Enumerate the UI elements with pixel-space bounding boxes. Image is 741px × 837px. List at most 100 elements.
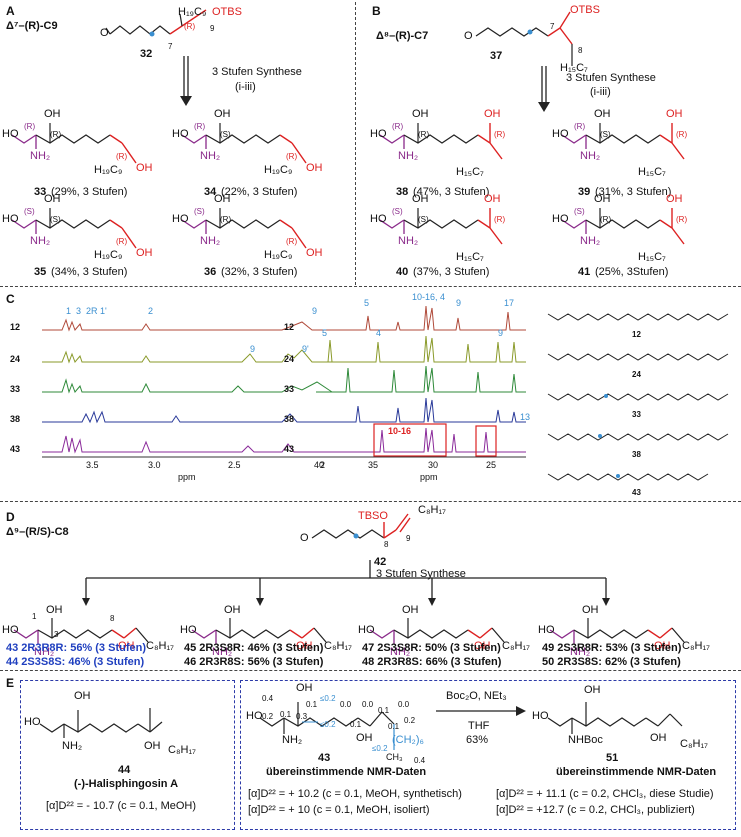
left-trace-12 <box>42 318 332 332</box>
panel-d-p1-pos1: 1 <box>32 612 37 621</box>
panel-e-44-rotation: [α]D²² = - 10.7 (c = 0.1, MeOH) <box>46 800 197 812</box>
panel-e-reagents-mid: THF <box>468 720 490 732</box>
panel-a-arrow-sub: (i-iii) <box>235 81 256 93</box>
panel-b-40-oh: OH <box>412 193 429 205</box>
delta-val-6: ≤0.2 <box>320 694 336 703</box>
panel-b-start-pos7: 7 <box>550 22 555 31</box>
panel-b-arrow <box>538 66 550 112</box>
panel-a-35-oh: OH <box>44 193 61 205</box>
panel-a-35-ho: HO <box>2 213 19 225</box>
panel-d-p1-chain: C₈H₁₇ <box>146 640 174 652</box>
delta-val-7: 0.0 <box>340 700 352 709</box>
left-tick-30: 3.0 <box>148 460 161 470</box>
panel-divider-ab <box>355 2 356 285</box>
panel-a-33-oh: OH <box>44 108 61 120</box>
panel-e-43-oh: OH <box>296 682 313 694</box>
panel-a-34-s2: (S) <box>220 130 231 139</box>
panel-a-36-num: 36 <box>204 266 217 278</box>
panel-b-oxo: O <box>464 30 473 42</box>
panel-d-branch-arrows <box>82 560 610 606</box>
left-tick-2: 2 <box>320 460 326 470</box>
right-tick-40: 40 <box>314 460 325 470</box>
panel-e-reagents-top: Boc₂O, NEt₃ <box>446 690 507 702</box>
panel-e-44-name: (-)-Halisphingosin A <box>74 778 179 790</box>
delta-val-9: ≤0.2 <box>320 720 336 729</box>
panel-e-44-oh: OH <box>74 690 91 702</box>
panel-a-arrow <box>180 56 192 106</box>
panel-a-36-oh2: OH <box>306 247 323 259</box>
panel-a-33-s3: (R) <box>116 152 128 161</box>
panel-a-36-s1: (S) <box>194 207 205 216</box>
left-tick-35: 3.5 <box>86 460 99 470</box>
right-peak-10-16: 10-16, 4 <box>412 292 446 302</box>
panel-d-start-tbs: TBSO <box>358 510 388 522</box>
panel-e-43-rot2: [α]D²² = + 10 (c = 0.1, MeOH, isoliert) <box>248 804 430 816</box>
panel-d-p1-ho: HO <box>2 624 19 636</box>
panel-divider-d-top <box>0 501 741 502</box>
panel-e-51-name: übereinstimmende NMR-Daten <box>556 766 717 778</box>
panel-e-44-oh2: OH <box>144 740 161 752</box>
panel-a-35-num: 35 <box>34 266 47 278</box>
panel-b-start-structure <box>475 11 573 66</box>
panel-e-51-chain: C₈H₁₇ <box>680 738 708 750</box>
left-row-label-12: 12 <box>10 322 21 332</box>
panel-b-38-s3: (R) <box>494 130 506 139</box>
panel-b-38-nh2: NH₂ <box>398 150 419 162</box>
panel-b-40-s3: (R) <box>494 215 506 224</box>
struct-label-38: 38 <box>632 450 641 459</box>
panel-e-51-rot2: [α]D²² = +12.7 (c = 0.2, CHCl₃, publizie… <box>496 804 695 816</box>
panel-a-product-36-structure <box>181 208 307 249</box>
panel-a-36-nh2: NH₂ <box>200 235 221 247</box>
left-peak-9a: 9 <box>312 306 318 316</box>
panel-label-a: A <box>6 4 15 18</box>
panel-b-40-caption: (37%, 3 Stufen) <box>413 266 490 278</box>
right-row-label-12: 12 <box>284 322 295 332</box>
panel-a-start-stereo: (R) <box>184 22 196 31</box>
panel-b-38-oh: OH <box>412 108 429 120</box>
left-row-label-43: 43 <box>10 444 21 454</box>
panel-b-41-ho: HO <box>552 213 569 225</box>
panel-c-right-spectrum <box>316 305 526 458</box>
panel-d-p1-pos8: 8 <box>110 614 115 623</box>
panel-b-40-num: 40 <box>396 266 409 278</box>
panel-d-p1-pos3: 3 <box>54 630 59 639</box>
delta-val-15: ≤0.2 <box>372 744 388 753</box>
right-peak-4: 4 <box>376 328 382 338</box>
panel-b-40-s2: (S) <box>418 215 429 224</box>
panel-d-start-chain: C₈H₁₇ <box>418 504 446 516</box>
panel-e-reaction-arrow <box>436 706 526 716</box>
panel-a-36-chain: H₁₉C₉ <box>264 249 293 261</box>
delta-val-3: 0.1 <box>280 710 292 719</box>
delta-val-13: 0.0 <box>398 700 410 709</box>
panel-d-p2-chain: C₈H₁₇ <box>324 640 352 652</box>
right-trace-43 <box>316 427 526 453</box>
panel-c-left-spectrum <box>42 318 333 458</box>
panel-a-33-s2: (R) <box>50 130 62 139</box>
panel-d-p2-line2: 46 2R3R8S: 56% (3 Stufen) <box>184 656 324 668</box>
panel-a-35-s2: (S) <box>50 215 61 224</box>
left-axis-unit: ppm <box>178 472 196 482</box>
panel-d-p3-ho: HO <box>358 624 375 636</box>
right-peak-5b: 5 <box>322 328 328 338</box>
right-row-label-33: 33 <box>284 384 295 394</box>
panel-d-product-2-structure <box>191 618 327 644</box>
left-row-label-24: 24 <box>10 354 21 364</box>
panel-e-43-ch3: CH₃ <box>386 752 403 762</box>
panel-d-p2-line1: 45 2R3S8R: 46% (3 Stufen) <box>184 642 324 654</box>
delta-val-11: 0.1 <box>378 706 390 715</box>
panel-a-36-oh: OH <box>214 193 231 205</box>
struct-label-33: 33 <box>632 410 641 419</box>
panel-d-start-num: 42 <box>374 556 387 568</box>
right-peak-13: 13 <box>520 412 531 422</box>
panel-b-40-oh2: OH <box>484 193 501 205</box>
panel-e-43-rot1: [α]D²² = + 10.2 (c = 0.1, MeOH, syntheti… <box>248 788 462 800</box>
panel-e-43-chain: (CH₂)₆ <box>392 734 424 746</box>
panel-b-39-s3: (R) <box>676 130 688 139</box>
panel-d-start-pos8: 8 <box>384 540 389 549</box>
panel-b-39-s1: (R) <box>574 122 586 131</box>
panel-b-41-chain: H₁₅C₇ <box>638 251 666 263</box>
right-trace-33 <box>316 365 526 393</box>
left-trace-24 <box>42 349 332 364</box>
panel-a-34-s1: (R) <box>194 122 206 131</box>
panel-d-start-pos9: 9 <box>406 534 411 543</box>
